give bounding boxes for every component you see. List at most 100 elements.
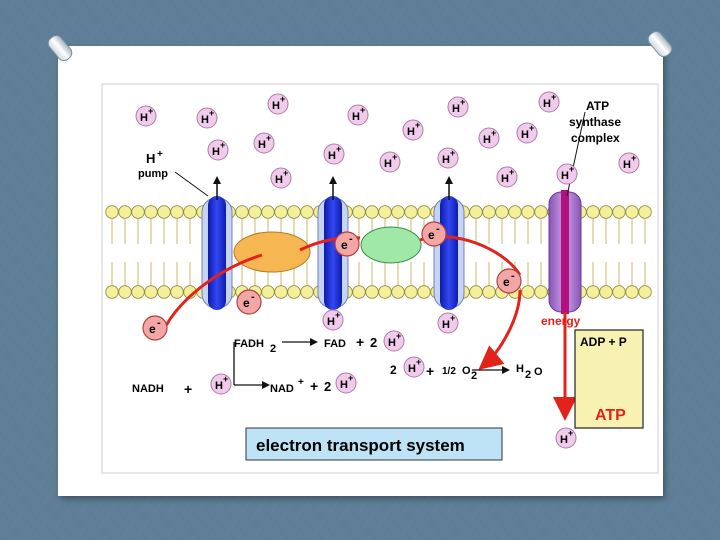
proton-ion-charge: + (450, 313, 455, 323)
proton-ion: H+ (437, 147, 459, 169)
proton-ion-circle (618, 152, 640, 174)
proton-ion: H+ (556, 163, 578, 185)
lipid-head (365, 285, 379, 299)
proton-ion: H+ (335, 372, 357, 394)
fad-label: FAD (324, 338, 346, 350)
proton-ion-circle (447, 96, 469, 118)
proton-ion-charge: + (416, 357, 421, 367)
lipid-head (261, 205, 275, 219)
electron-circle (496, 268, 522, 294)
pump-3-core (440, 196, 458, 310)
lipid-head (612, 205, 626, 219)
proton-ion-charge: + (266, 133, 271, 143)
proton-ion-circle (335, 372, 357, 394)
lipid-head (482, 205, 496, 219)
proton-ion-letter: H (275, 174, 283, 186)
electron-letter: e (428, 228, 435, 242)
pump-label-charge: + (157, 149, 163, 160)
electron-charge: - (157, 317, 161, 329)
lipid-head (287, 205, 301, 219)
proton-ion-charge: + (335, 310, 340, 320)
proton-ions: H+H+H+H+H+H+H+H+H+H+H+H+H+H+H+H+H+H+H+H+… (135, 91, 640, 449)
electron-circle (421, 221, 447, 247)
proton-ion-circle (135, 105, 157, 127)
fad-two: 2 (370, 335, 377, 350)
proton-ion-letter: H (352, 111, 360, 123)
lipid-head (638, 205, 652, 219)
proton-ion: H+ (402, 119, 424, 141)
proton-ion-circle (322, 309, 344, 331)
oxygen-coefficient: 1/2 (442, 366, 456, 377)
lipid-head (599, 285, 613, 299)
lipid-head (131, 285, 145, 299)
proton-ion-letter: H (215, 380, 223, 392)
proton-ion-letter: H (407, 126, 415, 138)
electron-letter: e (149, 322, 156, 336)
electron-letter: e (503, 275, 510, 289)
proton-ion-circle (323, 143, 345, 165)
proton-ion-letter: H (328, 150, 336, 162)
electron-charge: - (511, 270, 515, 282)
lipid-head (469, 205, 483, 219)
proton-ion-letter: H (561, 170, 569, 182)
proton-ion-charge: + (450, 148, 455, 158)
water-o: O (534, 366, 543, 378)
proton-ion-letter: H (272, 100, 280, 112)
proton-ion: H+ (555, 427, 577, 449)
diagram-title: electron transport system (256, 436, 465, 455)
proton-ion-charge: + (509, 167, 514, 177)
oxygen-two: 2 (390, 363, 397, 377)
fad-plus: + (356, 334, 364, 350)
carrier-green-complex (360, 226, 422, 264)
proton-ion-letter: H (201, 114, 209, 126)
proton-ion-circle (402, 119, 424, 141)
proton-ion-circle (478, 127, 500, 149)
lipid-head (534, 205, 548, 219)
proton-ion-letter: H (543, 98, 551, 110)
lipid-head (300, 285, 314, 299)
electron-charge: - (251, 291, 255, 303)
lipid-head (118, 205, 132, 219)
lipid-head (521, 205, 535, 219)
electron-circle (334, 231, 360, 257)
oxygen-label: O (462, 365, 471, 377)
lipid-head (391, 285, 405, 299)
proton-ion: H+ (478, 127, 500, 149)
electron: e- (496, 268, 522, 294)
electron-charge: - (349, 233, 353, 245)
proton-ion-circle (538, 91, 560, 113)
proton-ion: H+ (323, 143, 345, 165)
oxygen-subscript: 2 (471, 370, 477, 382)
lipid-head (495, 205, 509, 219)
lipid-head (170, 205, 184, 219)
electron: e- (421, 221, 447, 247)
proton-ion-circle (437, 147, 459, 169)
proton-ion-charge: + (283, 168, 288, 178)
lipid-head (105, 285, 119, 299)
lipid-head (391, 205, 405, 219)
electron-circle (236, 289, 262, 315)
lipid-head (274, 205, 288, 219)
lipid-head (365, 205, 379, 219)
proton-ion: H+ (196, 107, 218, 129)
lipid-head (586, 205, 600, 219)
lipid-head (417, 285, 431, 299)
lipid-head (131, 205, 145, 219)
proton-ion-letter: H (408, 363, 416, 375)
nadh-plus: + (184, 381, 192, 397)
electron: e- (334, 231, 360, 257)
lipid-head (534, 285, 548, 299)
proton-ion-charge: + (568, 428, 573, 438)
nadh-label: NADH (132, 383, 164, 395)
proton-ion-charge: + (223, 374, 228, 384)
lipid-head (586, 285, 600, 299)
proton-ion-letter: H (384, 158, 392, 170)
proton-ion-letter: H (442, 154, 450, 166)
lipid-head (378, 205, 392, 219)
lipid-head (521, 285, 535, 299)
electron-charge: - (436, 223, 440, 235)
proton-ion: H+ (379, 151, 401, 173)
proton-ion-charge: + (220, 140, 225, 150)
proton-ion-charge: + (392, 152, 397, 162)
